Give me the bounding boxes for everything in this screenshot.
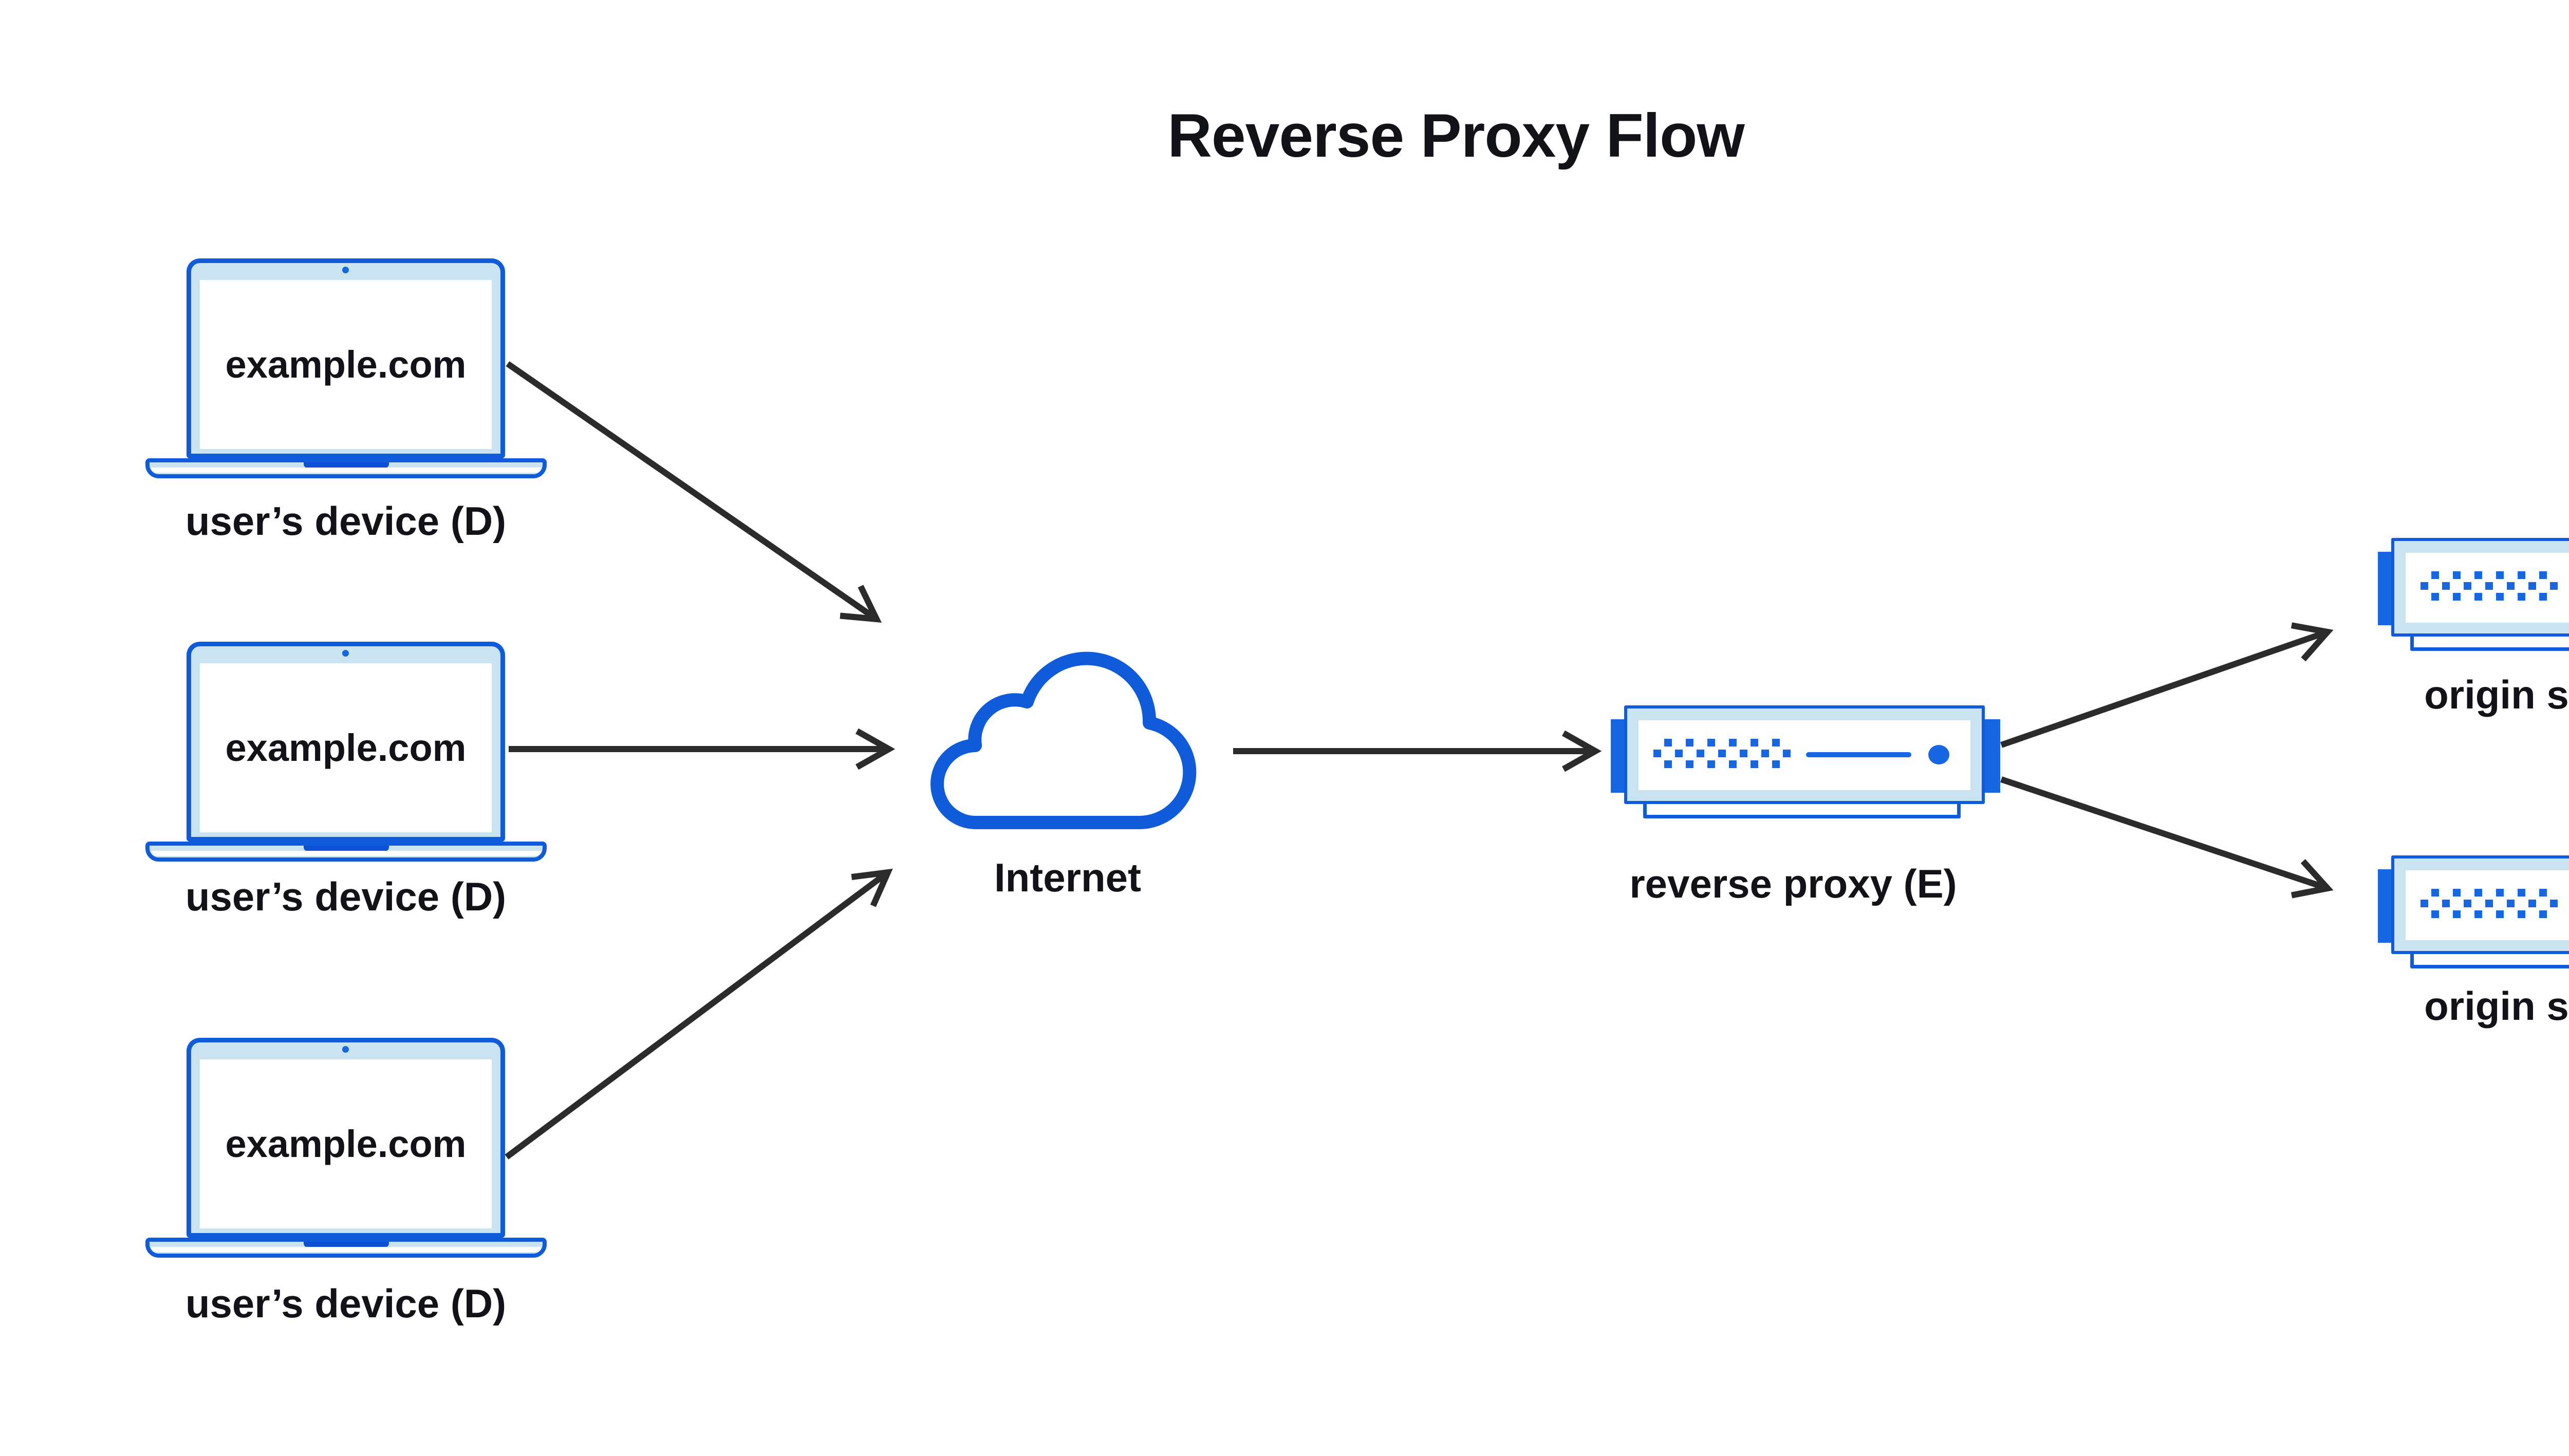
node-label-reverse-proxy: reverse proxy (E) (1629, 861, 1957, 906)
server-faceplate (2406, 553, 2569, 623)
laptop-screen: example.com (200, 1059, 492, 1228)
server-right-tab (1985, 719, 2000, 793)
node-label-user-device-2: user’s device (D) (185, 874, 507, 919)
laptop-notch (303, 1242, 389, 1247)
server-vent-pattern (1652, 737, 1792, 770)
screen-url-text: example.com (225, 1123, 467, 1165)
arrow-proxy-origin2 (2000, 776, 2334, 899)
laptop-notch (303, 462, 389, 468)
node-label-user-device-1: user’s device (D) (185, 498, 507, 544)
server-icon (2391, 855, 2569, 954)
node-origin-server-1 (2378, 538, 2569, 656)
cloud-icon (930, 651, 1197, 830)
node-user-device-3: example.com (145, 1038, 547, 1259)
laptop-base (145, 458, 547, 478)
diagram-title: Reverse Proxy Flow (1167, 101, 1745, 170)
laptop-base (145, 842, 547, 862)
server-faceplate (1639, 720, 1970, 790)
node-user-device-2: example.com (145, 642, 547, 863)
camera-dot-icon (342, 1046, 349, 1053)
node-user-device-1: example.com (145, 258, 547, 479)
laptop-icon: example.com (187, 642, 505, 842)
laptop-screen: example.com (200, 663, 492, 832)
node-label-internet: Internet (994, 855, 1142, 900)
screen-url-text: example.com (225, 726, 467, 769)
laptop-icon: example.com (187, 258, 505, 458)
laptop-screen: example.com (200, 280, 492, 449)
node-label-origin-server-2: origin server (F) (2424, 983, 2569, 1029)
arrow-device1-internet (506, 361, 882, 623)
arrow-device3-internet (505, 868, 893, 1160)
server-icon (2391, 538, 2569, 637)
server-power-dot (1928, 745, 1949, 764)
screen-url-text: example.com (225, 343, 467, 386)
laptop-base-strip (151, 851, 541, 856)
server-left-tab (1611, 719, 1626, 793)
server-left-tab (2378, 869, 2393, 943)
laptop-base-strip (151, 1247, 541, 1252)
server-vent-pattern (2419, 887, 2559, 920)
node-reverse-proxy (1611, 705, 2000, 824)
node-label-origin-server-1: origin server (F) (2424, 672, 2569, 717)
server-left-tab (2378, 552, 2393, 625)
node-origin-server-2 (2378, 855, 2569, 974)
laptop-icon: example.com (187, 1038, 505, 1238)
laptop-notch (303, 846, 389, 851)
server-slot-line (1806, 752, 1911, 757)
server-icon (1624, 705, 1985, 804)
arrow-proxy-origin1 (2000, 622, 2334, 748)
server-faceplate (2406, 870, 2569, 940)
camera-dot-icon (342, 267, 349, 273)
camera-dot-icon (342, 650, 349, 657)
laptop-base-strip (151, 468, 541, 473)
node-label-user-device-3: user’s device (D) (185, 1281, 507, 1326)
laptop-base (145, 1238, 547, 1258)
server-vent-pattern (2419, 570, 2559, 602)
